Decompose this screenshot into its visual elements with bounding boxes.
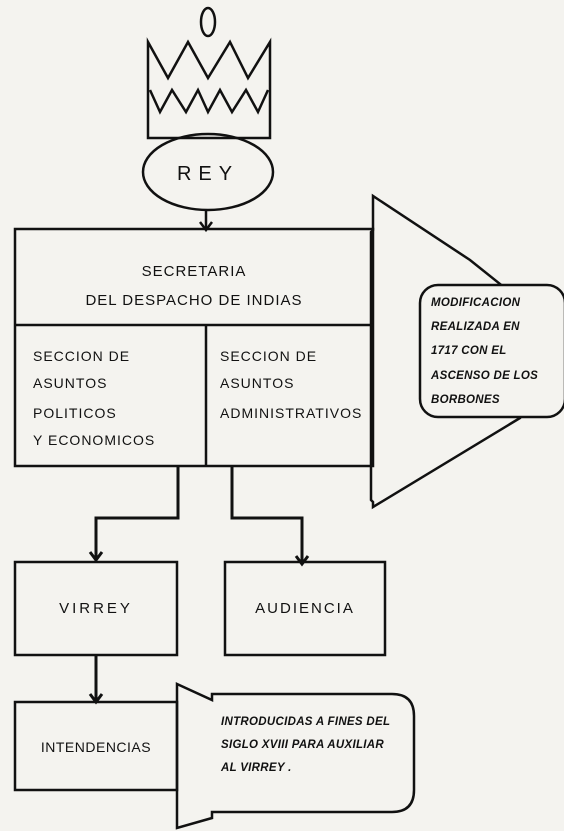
secretaria-title-line2: DEL DESPACHO DE INDIAS: [85, 292, 303, 309]
rey-label: REY: [176, 163, 240, 185]
modificacion-note-line5: BORBONES: [431, 394, 500, 406]
seccion-administrativos-line1: SECCION DE: [220, 348, 318, 364]
modificacion-note-line1: MODIFICACION: [431, 297, 521, 309]
connector-rey-secretaria: [199, 210, 213, 233]
secretaria-box: [13, 227, 375, 468]
seccion-politicos-line1: SECCION DE: [33, 348, 131, 364]
connector-virrey-intendencias: [88, 655, 104, 705]
rey-node: [141, 132, 275, 212]
seccion-politicos-line3: POLITICOS: [33, 405, 117, 421]
modificacion-note-line4: ASCENSO DE LOS: [431, 370, 539, 382]
secretaria-title-line1: SECRETARIA: [141, 263, 247, 280]
modificacion-note-line2: REALIZADA EN: [431, 321, 520, 333]
seccion-politicos-line4: Y ECONOMICOS: [33, 432, 156, 448]
introducidas-note-shape: [175, 682, 416, 830]
seccion-politicos-line2: ASUNTOS: [33, 375, 108, 391]
intendencias-label: INTENDENCIAS: [40, 739, 152, 755]
modificacion-note-line3: 1717 CON EL: [431, 345, 507, 357]
connector-secretaria-virrey: [88, 466, 180, 563]
seccion-administrativos-line3: ADMINISTRATIVOS: [220, 405, 363, 421]
introducidas-note-line2: SIGLO XVIII PARA AUXILIAR: [221, 739, 384, 751]
audiencia-label: AUDIENCIA: [255, 600, 355, 617]
crown-icon: [146, 6, 272, 140]
modificacion-note-box: [418, 283, 564, 419]
virrey-label: VIRREY: [59, 600, 133, 617]
audiencia-box: [223, 560, 387, 657]
introducidas-note-line1: INTRODUCIDAS A FINES DEL: [221, 716, 391, 728]
seccion-administrativos-line2: ASUNTOS: [220, 375, 295, 391]
introducidas-note-line3: AL VIRREY .: [221, 762, 292, 774]
connector-secretaria-audiencia: [230, 466, 310, 567]
